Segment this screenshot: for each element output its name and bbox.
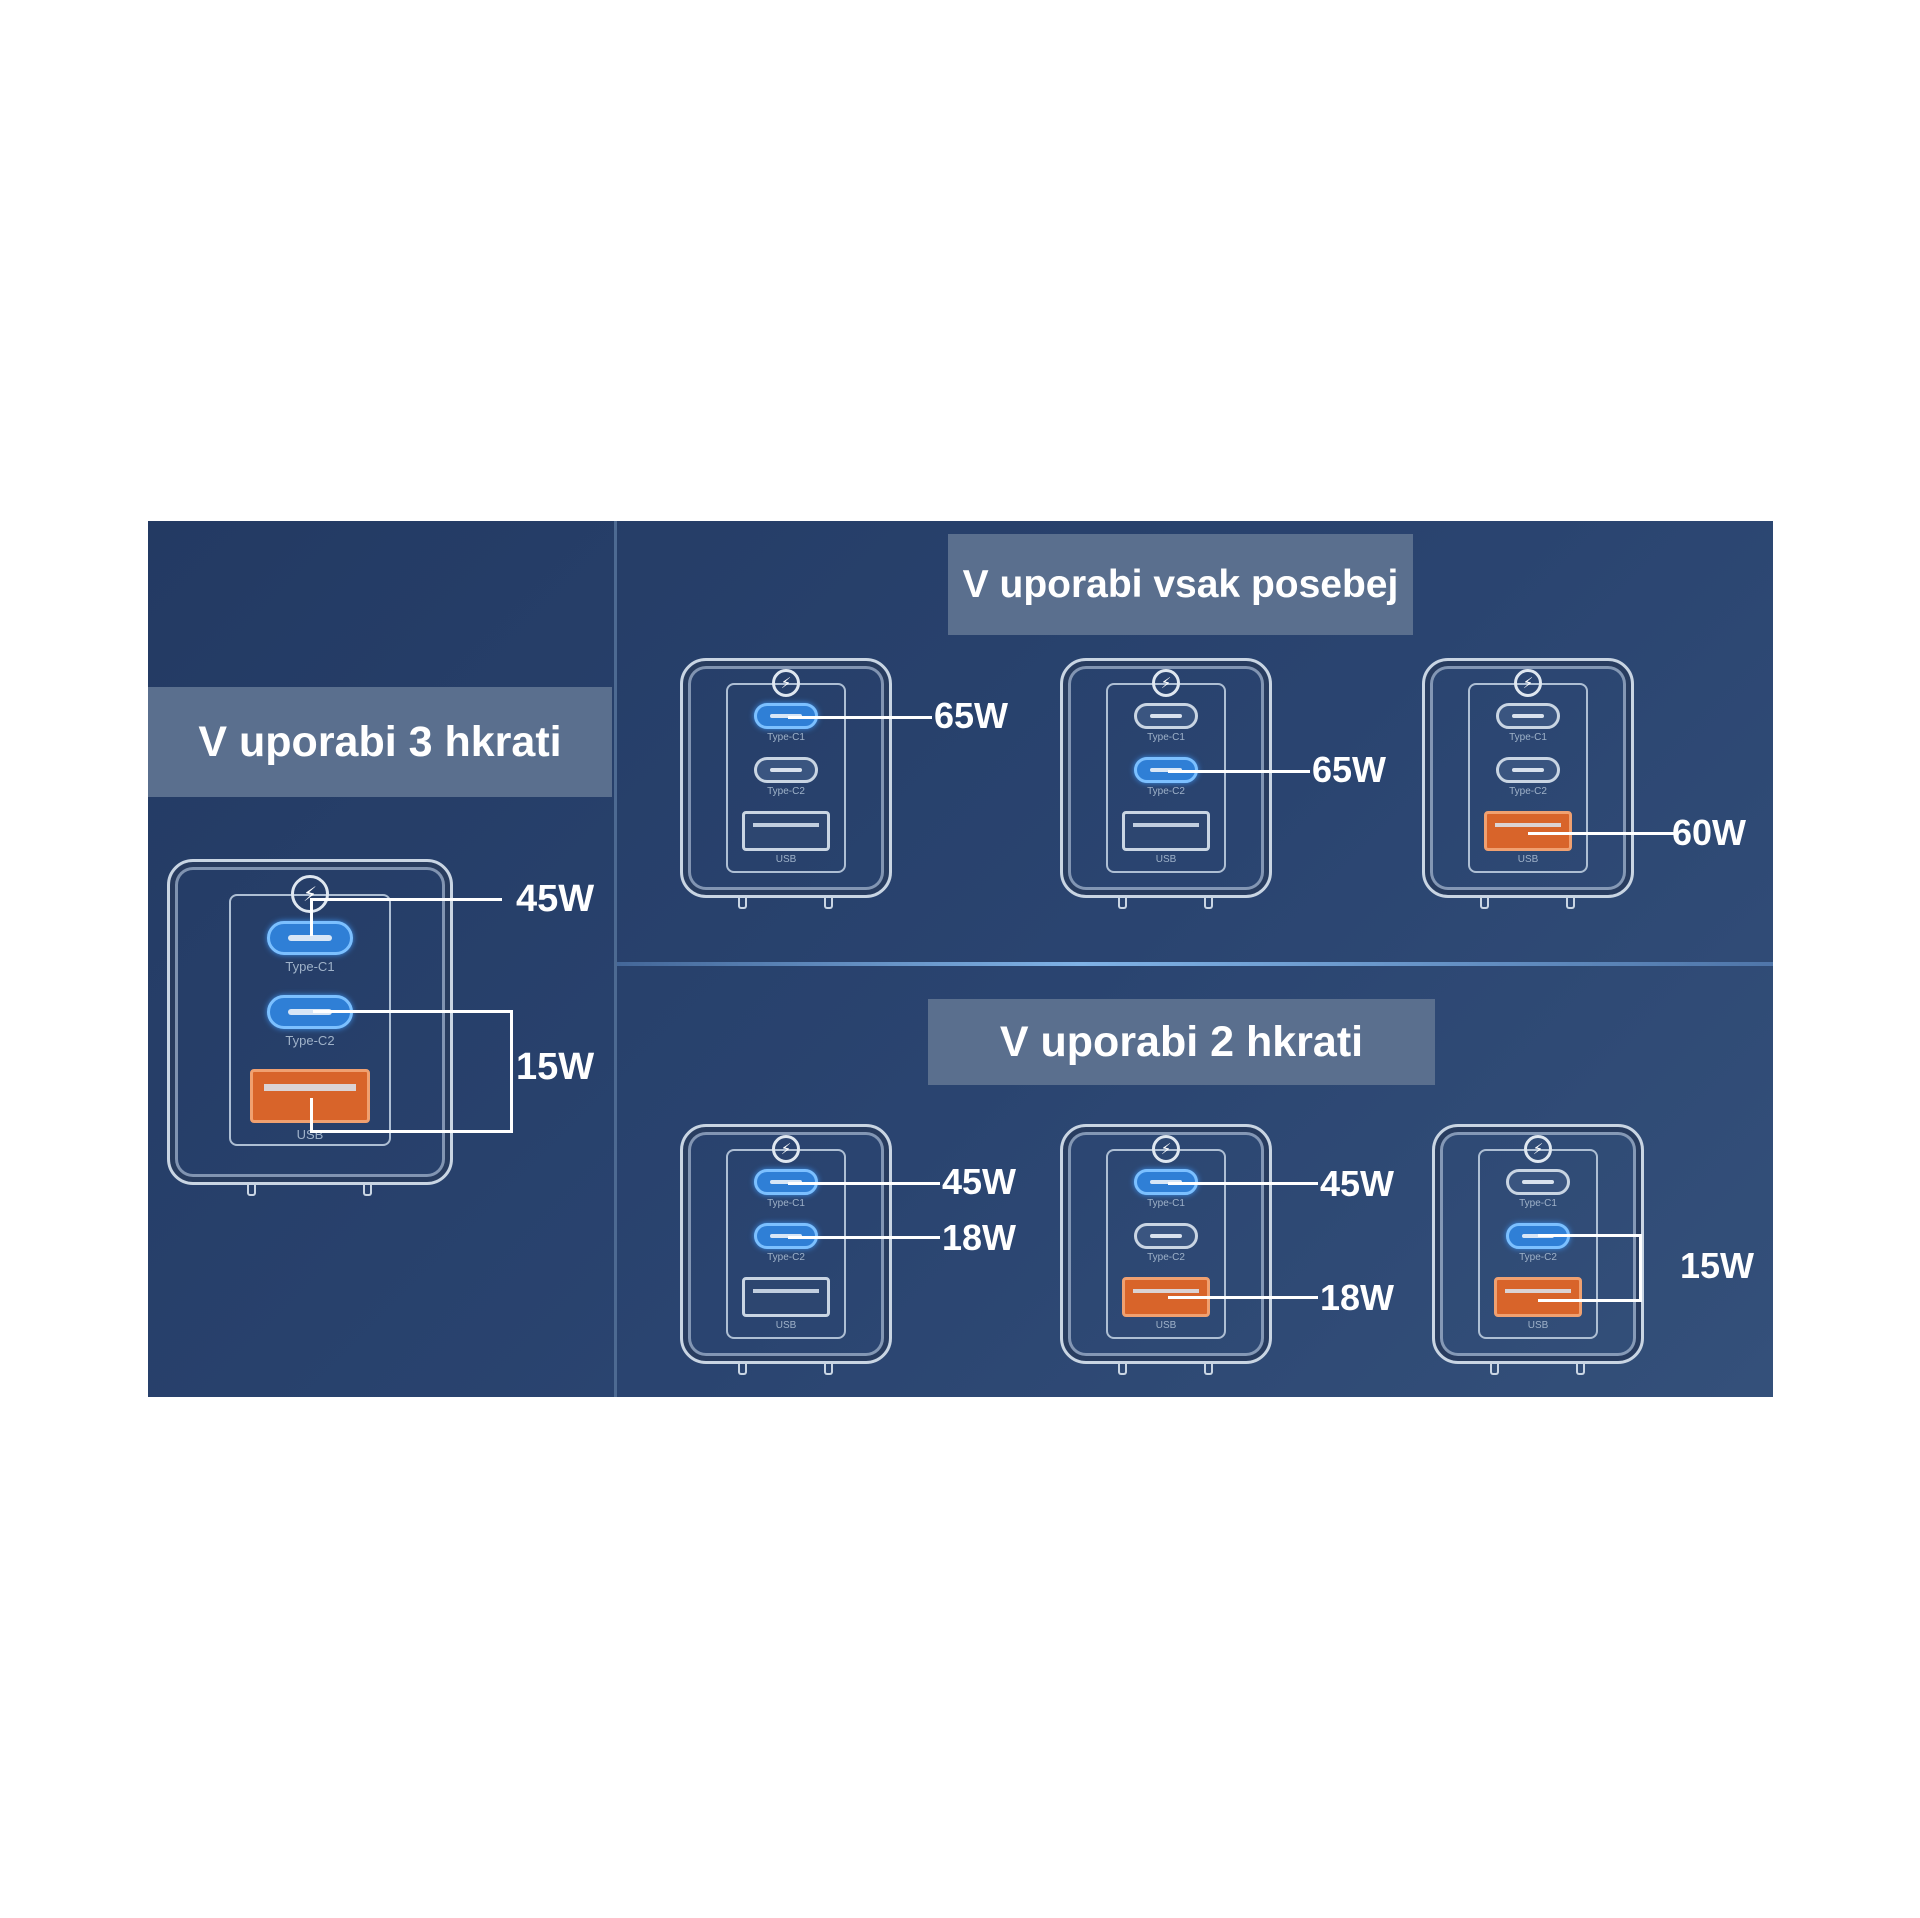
type-c1-label: Type-C1 [1519,1198,1557,1209]
charger-foot [738,1364,747,1375]
type-c2-label: Type-C2 [1147,1252,1185,1263]
charger-foot [1490,1364,1499,1375]
usb-label: USB [1527,1320,1549,1331]
watt-three-c2-usb: 15W [516,1046,595,1088]
usb-a-port-icon [1484,811,1572,851]
charging-modes-panel: V uporabi 3 hkrati V uporabi vsak posebe… [148,521,1773,1397]
leader-line [1639,1234,1642,1302]
watt-two-a-c2: 18W [942,1217,1017,1258]
leader-line [1168,1182,1318,1185]
watt-two-c-c2-usb: 15W [1680,1245,1755,1286]
type-c1-label: Type-C1 [1147,732,1185,743]
charger-foot [738,898,747,909]
watt-single-usb: 60W [1672,812,1747,853]
charger-logo-icon: ⚡ [1152,1135,1180,1163]
charger-shell [1060,658,1272,898]
leader-line [1528,832,1674,835]
charger-logo-icon: ⚡ [772,1135,800,1163]
type-c2-label: Type-C2 [285,1033,335,1048]
charger-foot [824,1364,833,1375]
charger-foot [1480,898,1489,909]
type-c2-label: Type-C2 [767,786,805,797]
type-c1-label: Type-C1 [285,959,335,974]
heading-two-simultaneous: V uporabi 2 hkrati [928,999,1435,1085]
charger-two-c1-c2: ⚡ Type-C1 Type-C2 USB [680,1124,892,1375]
charger-logo-icon: ⚡ [772,669,800,697]
type-c2-port-icon [754,757,818,783]
charger-logo-icon: ⚡ [1152,669,1180,697]
watt-three-c1: 45W [516,878,595,920]
leader-line [310,898,313,936]
charger-two-c1-usb: ⚡ Type-C1 Type-C2 USB [1060,1124,1272,1375]
usb-a-port-icon [742,1277,830,1317]
charger-shell [167,859,453,1185]
charger-foot [1576,1364,1585,1375]
charger-foot [1118,1364,1127,1375]
heading-individually: V uporabi vsak posebej [948,534,1413,635]
type-c1-label: Type-C1 [767,1198,805,1209]
leader-line [788,1236,940,1239]
watt-single-c2: 65W [1312,749,1387,790]
usb-a-port-icon [1494,1277,1582,1317]
usb-label: USB [1155,1320,1177,1331]
charger-shell [680,1124,892,1364]
type-c2-port-icon [1496,757,1560,783]
charger-foot [1204,898,1213,909]
leader-line [788,1182,940,1185]
type-c1-label: Type-C1 [1509,732,1547,743]
charger-logo-icon: ⚡ [1524,1135,1552,1163]
leader-line [313,1010,513,1013]
watt-single-c1: 65W [934,695,1009,736]
charger-foot [1204,1364,1213,1375]
usb-label: USB [1155,854,1177,865]
charger-logo-icon: ⚡ [1514,669,1542,697]
type-c2-label: Type-C2 [1509,786,1547,797]
type-c2-port-icon [1134,1223,1198,1249]
watt-two-a-c1: 45W [942,1161,1017,1202]
leader-line [1538,1234,1642,1237]
type-c1-port-icon [1496,703,1560,729]
vertical-divider [614,521,617,1397]
heading-three-simultaneous: V uporabi 3 hkrati [148,687,612,797]
leader-line [510,1010,513,1133]
charger-two-c2-usb: ⚡ Type-C1 Type-C2 USB [1432,1124,1644,1375]
charger-foot [1118,898,1127,909]
leader-line [1538,1299,1642,1302]
type-c1-port-icon [1134,703,1198,729]
usb-label: USB [1517,854,1539,865]
charger-foot [247,1185,256,1196]
charger-foot [824,898,833,909]
usb-a-port-icon [1122,811,1210,851]
charger-shell [680,658,892,898]
horizontal-divider [617,962,1773,966]
charger-single-c1: ⚡ Type-C1 Type-C2 USB [680,658,892,909]
charger-shell [1432,1124,1644,1364]
leader-line [313,1130,513,1133]
type-c2-label: Type-C2 [767,1252,805,1263]
charger-foot [363,1185,372,1196]
usb-a-port-icon [742,811,830,851]
usb-label: USB [775,854,797,865]
type-c2-label: Type-C2 [1519,1252,1557,1263]
usb-a-port-icon [1122,1277,1210,1317]
charger-single-usb: ⚡ Type-C1 Type-C2 USB [1422,658,1634,909]
charger-single-c2: ⚡ Type-C1 Type-C2 USB [1060,658,1272,909]
watt-two-b-usb: 18W [1320,1277,1395,1318]
charger-foot [1566,898,1575,909]
charger-shell [1422,658,1634,898]
leader-line [1168,1296,1318,1299]
leader-line [310,898,502,901]
usb-label: USB [775,1320,797,1331]
type-c1-label: Type-C1 [1147,1198,1185,1209]
type-c2-label: Type-C2 [1147,786,1185,797]
watt-two-b-c1: 45W [1320,1163,1395,1204]
leader-line [788,716,932,719]
charger-shell [1060,1124,1272,1364]
leader-line [310,1098,313,1133]
type-c1-label: Type-C1 [767,732,805,743]
leader-line [1168,770,1310,773]
type-c1-port-icon [1506,1169,1570,1195]
type-c1-port-icon [754,703,818,729]
